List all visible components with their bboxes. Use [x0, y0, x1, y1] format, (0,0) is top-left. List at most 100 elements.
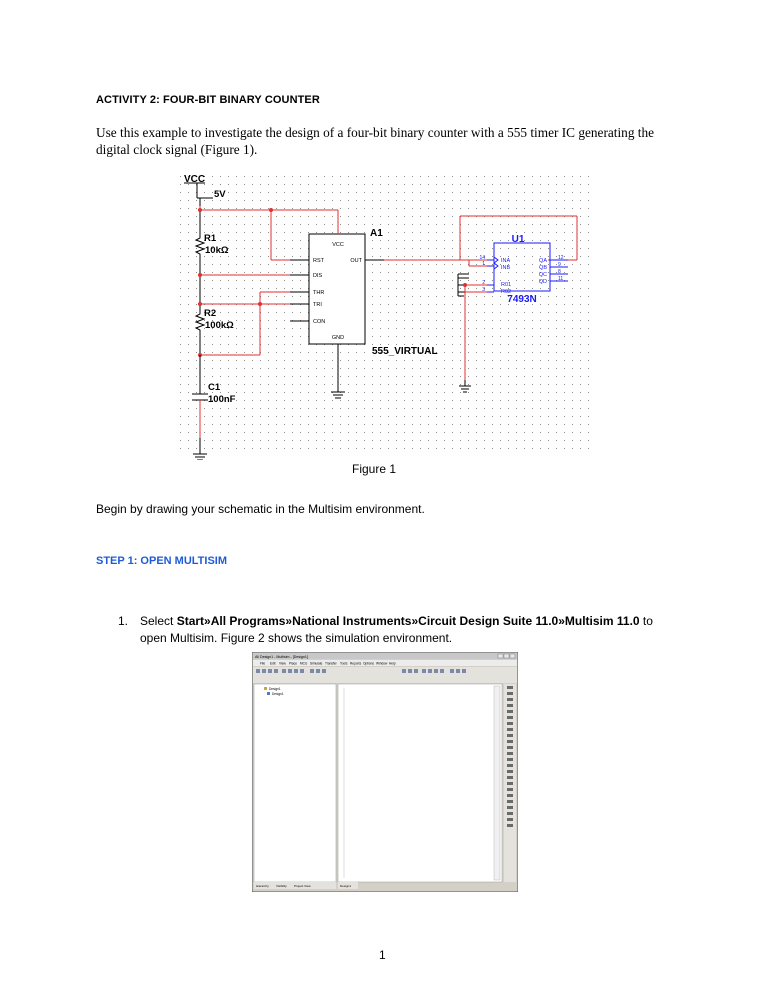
- tree-root: Design1: [269, 687, 281, 691]
- u1-pin-num: 1: [482, 261, 485, 267]
- vcc-value: 5V: [214, 189, 226, 200]
- figure-1-caption: Figure 1: [352, 462, 397, 476]
- menu-path-sep: »: [285, 614, 293, 628]
- u1-pin-qb: QB: [539, 265, 547, 271]
- sheet-tab: [338, 882, 358, 889]
- grid-background: [176, 172, 596, 456]
- window-titlebar: [253, 653, 517, 659]
- menu-file: File: [260, 662, 265, 666]
- instrument-icons: [507, 686, 513, 827]
- item-text: Select Start»All Programs»National Instr…: [140, 613, 680, 647]
- menu-mcu: MCU: [300, 662, 308, 666]
- step-1-heading: STEP 1: OPEN MULTISIM: [96, 555, 227, 567]
- menu-simulate: Simulate: [310, 662, 323, 666]
- sheet-tab-label: Design1: [340, 884, 351, 888]
- menu-path-all-programs: All Programs: [210, 614, 286, 628]
- u1-pin-qc: QC: [539, 272, 547, 278]
- figure-2-screenshot: All Design1 - Multisim - [Design1] File …: [252, 652, 518, 892]
- u1-pin-qa: QA: [539, 258, 547, 264]
- panel-tabs: [254, 882, 336, 889]
- figure-1-schematic: VCC RST OUT DIS THR TRI CON GND VCC 5V R…: [176, 172, 596, 460]
- a1-pin-vcc: VCC: [332, 242, 344, 248]
- u1-pin-num: 12: [558, 255, 564, 261]
- u1-pin-ina: INA: [501, 258, 511, 264]
- u1-pin-num: 11: [558, 276, 563, 282]
- intro-paragraph: Use this example to investigate the desi…: [96, 125, 655, 157]
- u1-pin-num: 9: [558, 262, 561, 268]
- a1-pin-con: CON: [313, 319, 325, 325]
- u1-ref: U1: [512, 234, 525, 245]
- sheet-icon: [267, 692, 270, 695]
- tree-child: Design1: [272, 692, 284, 696]
- a1-pin-tri: TRI: [313, 302, 322, 308]
- a1-pin-out: OUT: [350, 258, 362, 264]
- item-number: 1.: [118, 614, 129, 628]
- instruction-paragraph: Begin by drawing your schematic in the M…: [96, 502, 425, 516]
- close-icon: [509, 653, 516, 659]
- r2-value: 100kΩ: [205, 320, 234, 331]
- u1-part: 7493N: [507, 294, 536, 305]
- minimize-icon: [497, 653, 504, 659]
- menu-path-ni: National Instruments: [292, 614, 412, 628]
- a1-555-body: [308, 233, 366, 345]
- tab-visibility: Visibility: [276, 884, 287, 888]
- junction-dot: [198, 302, 202, 306]
- toolbar-area: [253, 667, 517, 683]
- maximize-icon: [503, 653, 510, 659]
- u1-pin-num: 8: [558, 269, 561, 275]
- window-title: All Design1 - Multisim - [Design1]: [255, 655, 308, 659]
- menu-path-start: Start: [176, 614, 205, 628]
- u1-pin-r01: R01: [501, 282, 511, 288]
- menu-options: Options: [363, 662, 374, 666]
- menu-tools: Tools: [340, 662, 348, 666]
- junction-dot: [258, 302, 262, 306]
- tab-project-view: Project View: [294, 884, 311, 888]
- vcc-label: VCC: [184, 174, 205, 185]
- menu-view: View: [279, 662, 287, 666]
- wires: [199, 206, 578, 438]
- a1-pin-thr: THR: [313, 290, 324, 296]
- c1-value: 100nF: [208, 394, 236, 405]
- u1-pin-num: 2: [482, 280, 485, 286]
- menu-path-sep: »: [558, 614, 565, 628]
- u1-pin-num: 3: [482, 287, 485, 293]
- c1-ref: C1: [208, 382, 221, 393]
- toolbar-icons: [256, 669, 466, 673]
- item-post: to open Multisim. Figure 2 shows the sim…: [140, 614, 653, 645]
- a1-pin-rst: RST: [313, 258, 325, 264]
- r1-value: 10kΩ: [205, 245, 229, 256]
- a1-pin-gnd: GND: [332, 335, 344, 341]
- u1-pin-r02: R02: [501, 289, 511, 295]
- r1-resistor: [194, 206, 206, 288]
- menu-bar: [253, 660, 517, 666]
- r2-ref: R2: [204, 308, 216, 319]
- page-number: 1: [379, 948, 386, 962]
- u1-pin-qd: QD: [539, 279, 547, 285]
- menu-help: Help: [389, 662, 396, 666]
- schematic-canvas: [337, 683, 503, 883]
- menu-reports: Reports: [350, 662, 362, 666]
- menu-window: Window: [376, 662, 388, 666]
- menu-path-suite: Circuit Design Suite 11.0: [418, 614, 559, 628]
- menu-path-sep: »: [411, 614, 419, 628]
- tab-hierarchy: Hierarchy: [256, 884, 269, 888]
- vertical-scrollbar: [493, 685, 501, 881]
- item-pre: Select: [140, 614, 177, 628]
- r1-ref: R1: [204, 233, 217, 244]
- u1-pin-inb: INB: [501, 265, 511, 271]
- junction-dot: [269, 208, 273, 212]
- folder-icon: [264, 687, 267, 690]
- design-toolbox-panel: [253, 683, 337, 883]
- menu-place: Place: [289, 662, 297, 666]
- junction-dot: [463, 283, 467, 287]
- a1-pin-dis: DIS: [313, 273, 323, 279]
- menu-path-sep: »: [204, 614, 211, 628]
- u1-pin-num: 14: [479, 255, 485, 261]
- junction-dot: [198, 208, 202, 212]
- activity-heading: ACTIVITY 2: FOUR-BIT BINARY COUNTER: [96, 94, 320, 106]
- junction-dot: [198, 273, 202, 277]
- a1-ref: A1: [370, 228, 383, 239]
- menu-path-multisim: Multisim 11.0: [564, 614, 640, 628]
- a1-part: 555_VIRTUAL: [372, 346, 438, 357]
- r2-resistor: [194, 306, 206, 394]
